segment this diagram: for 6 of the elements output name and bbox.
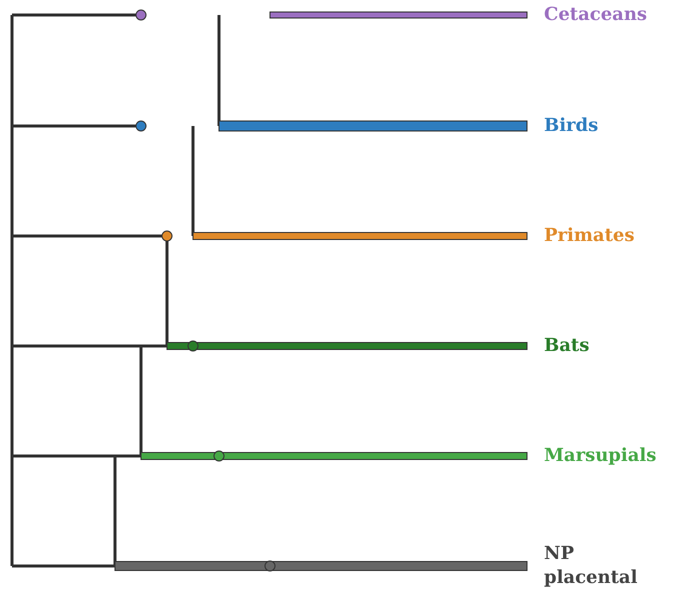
branch-label: Cetaceans: [544, 3, 648, 27]
branch-label: Primates: [544, 224, 636, 248]
branch-label: NP placental: [544, 542, 638, 590]
branch-label: Bats: [544, 334, 590, 358]
branch-label: Marsupials: [544, 444, 658, 468]
branch-label: Birds: [544, 114, 600, 138]
